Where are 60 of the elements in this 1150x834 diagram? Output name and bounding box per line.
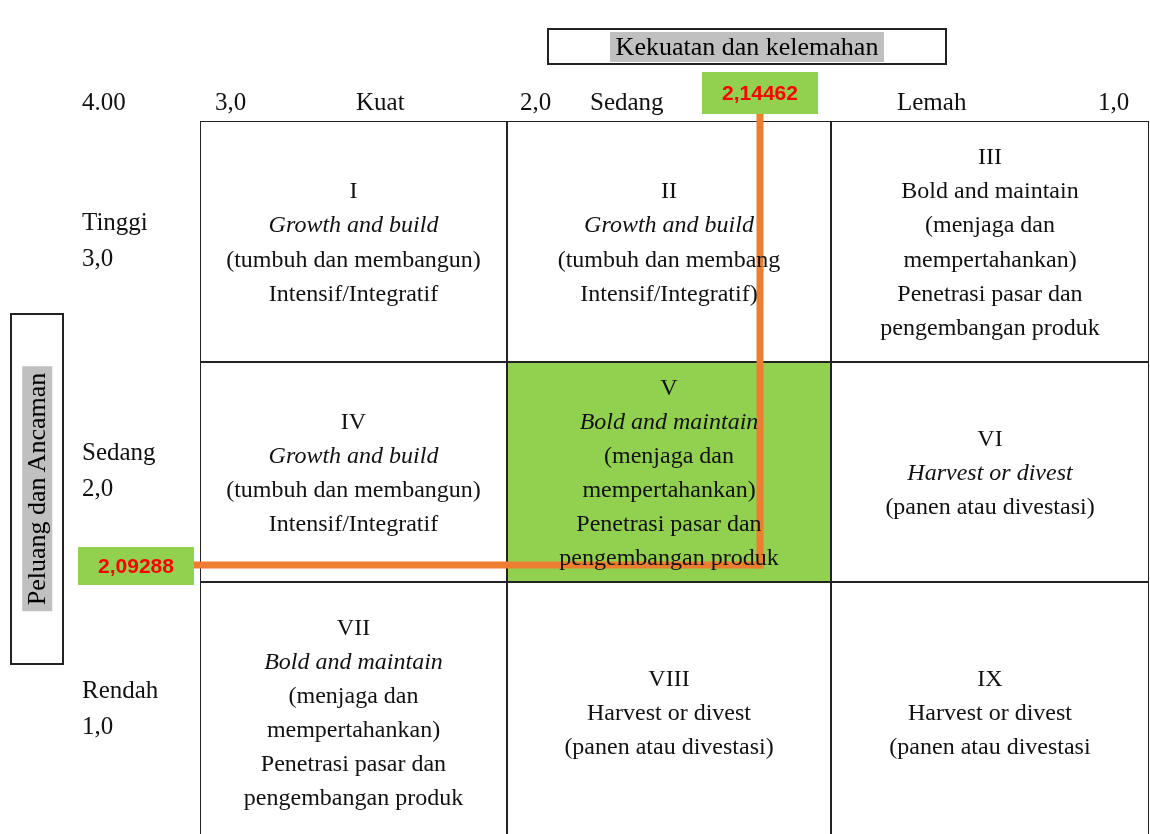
cell-text: (menjaga dan mempertahankan) — [902, 210, 1078, 274]
cell-text: Harvest or divest — [907, 457, 1073, 487]
matrix-cell — [200, 582, 507, 834]
cell-text: Bold and maintain — [579, 406, 759, 436]
axis-tick-label: 3,0 — [215, 88, 247, 116]
cell-text: Growth and build — [584, 210, 754, 240]
cell-text: Harvest or divest — [587, 697, 751, 727]
cell-text: Growth and build — [268, 440, 439, 470]
cell-text: Harvest or divest — [908, 697, 1072, 727]
cell-text: Penetrasi pasar dan pengembangan produk — [558, 509, 780, 573]
cell-text: (panen atau divestasi — [889, 732, 1091, 762]
cell-text: (menjaga dan mempertahankan) — [581, 440, 757, 504]
roman-numeral: VI — [977, 423, 1003, 453]
roman-numeral: V — [660, 372, 678, 402]
roman-numeral: VII — [336, 612, 371, 642]
cell-text: (panen atau divestasi) — [564, 732, 774, 762]
roman-numeral: III — [978, 142, 1002, 172]
matrix-cell — [831, 582, 1149, 834]
matrix-cell — [831, 121, 1149, 362]
roman-numeral: II — [661, 176, 677, 206]
matrix-cell — [831, 362, 1149, 582]
cell-text: Bold and maintain — [264, 646, 443, 676]
axis-tick-label: 2,0 — [520, 88, 552, 116]
matrix-cell — [507, 362, 831, 582]
cell-text: (menjaga dan mempertahankan) — [265, 680, 442, 744]
matrix-cell — [507, 582, 831, 834]
axis-tick-label: 3,0 — [82, 244, 114, 272]
axis-tick-label: Tinggi — [82, 208, 148, 236]
value-tag: 2,09288 — [78, 547, 194, 585]
axis-tick-label: Lemah — [897, 88, 967, 116]
cell-text: (tumbuh dan membangun) — [226, 475, 481, 504]
axis-tick-label: Sedang — [82, 438, 156, 466]
axis-title: Peluang dan Ancaman — [22, 366, 52, 612]
axis-tick-label: 1,0 — [82, 712, 114, 740]
axis-tick-label: Kuat — [356, 88, 405, 116]
cell-text: Intensif/Integratif — [268, 509, 439, 539]
axis-title-box — [547, 28, 947, 65]
axis-tick-label: 4.00 — [82, 88, 126, 116]
roman-numeral: IX — [977, 663, 1003, 693]
value-tag: 2,14462 — [702, 72, 818, 114]
axis-tick-label: Rendah — [82, 676, 159, 704]
cell-text: Intensif/Integratif) — [580, 278, 758, 308]
cell-text: Intensif/Integratif — [268, 278, 439, 308]
cell-text: Growth and build — [268, 210, 439, 240]
axis-tick-label: 1,0 — [1098, 88, 1130, 116]
axis-tick-label: Sedang — [590, 88, 664, 116]
cell-text: Penetrasi pasar dan pengembangan produk — [242, 749, 465, 813]
axis-title: Kekuatan dan kelemahan — [609, 31, 885, 62]
matrix-cell — [200, 362, 507, 582]
matrix-cell — [507, 121, 831, 362]
cell-text: Bold and maintain — [901, 176, 1079, 206]
axis-tick-label: 2,0 — [82, 474, 114, 502]
axis-title-box — [10, 313, 64, 665]
matrix-cell — [200, 121, 507, 362]
cell-text: Penetrasi pasar dan pengembangan produk — [879, 278, 1101, 342]
roman-numeral: IV — [340, 406, 367, 436]
roman-numeral: VIII — [648, 663, 690, 693]
roman-numeral: I — [349, 176, 358, 206]
cell-text: (tumbuh dan membangun) — [226, 244, 481, 274]
cell-text: (panen atau divestasi) — [885, 492, 1095, 522]
